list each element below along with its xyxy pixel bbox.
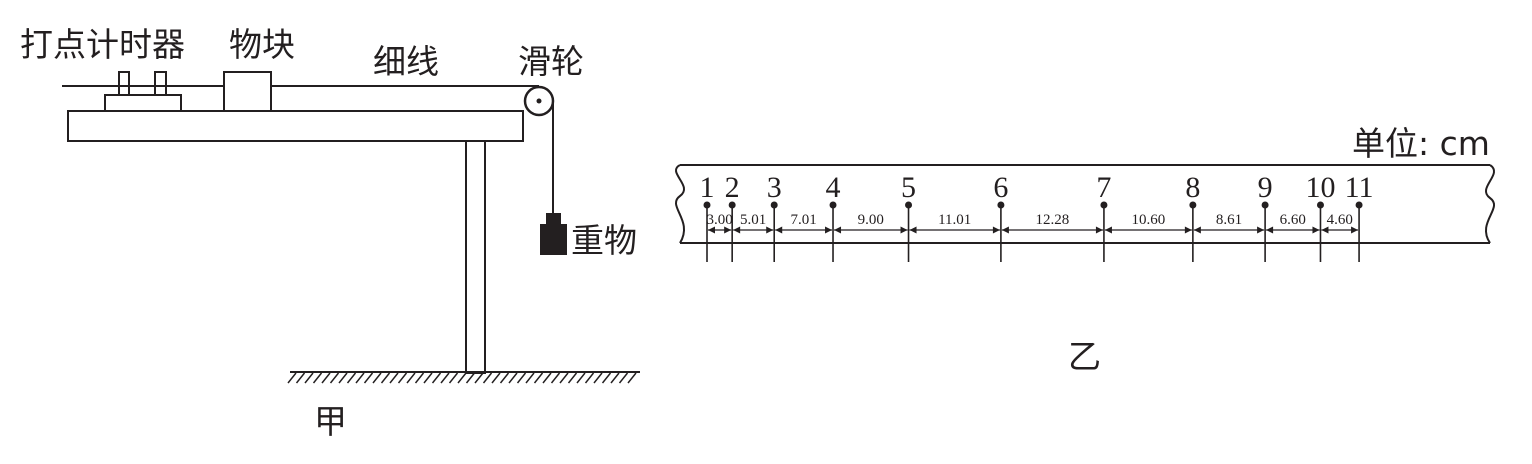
point-label: 5 [901,171,916,204]
segment-length-label: 9.00 [858,212,884,228]
arrow-head [1095,226,1103,234]
point-label: 7 [1096,171,1111,204]
segment-length-label: 3.00 [706,212,732,228]
point-label: 9 [1258,171,1273,204]
ground-hatching [287,372,637,384]
point-label: 8 [1185,171,1200,204]
apparatus-caption: 甲 [314,402,347,441]
segment-length-label: 7.01 [790,212,816,228]
arrow-head [1001,226,1009,234]
point-label: 2 [725,171,740,204]
segment-length-label: 8.61 [1216,212,1242,228]
apparatus: 打点计时器 物块 细线 滑轮 重物 甲 [20,25,640,441]
tape-dot [1316,201,1324,209]
segment-length-label: 12.28 [1036,212,1070,228]
segment-length-label: 5.01 [740,212,766,228]
arrow-head [992,226,1000,234]
point-label: 6 [993,171,1008,204]
arrow-head [909,226,917,234]
tape-dot [997,201,1005,209]
point-label: 3 [767,171,782,204]
tape-dot [728,201,736,209]
arrow-head [1104,226,1112,234]
block [223,71,272,112]
arrow-head [733,226,741,234]
table-leg [465,140,486,374]
segment-length-label: 11.01 [938,212,971,228]
unit-label: 单位: cm [1352,124,1490,163]
arrow-head [825,226,833,234]
arrow-head [724,226,732,234]
pulley [523,85,555,117]
arrow-head [1193,226,1201,234]
block-label: 物块 [229,25,295,64]
tape-dot [1189,201,1197,209]
arrow-head [834,226,842,234]
pulley-label: 滑轮 [518,42,584,81]
segment-length-label: 4.60 [1327,212,1353,228]
tape-left-tear [674,164,686,244]
arrow-head [1312,226,1320,234]
arrow-head [1184,226,1192,234]
arrow-head [1321,226,1329,234]
arrow-head [1257,226,1265,234]
hanging-weight [540,213,567,255]
weight-label: 重物 [571,221,637,260]
tape-dot [829,201,837,209]
arrow-head [708,226,715,234]
arrow-head [766,226,774,234]
point-label: 10 [1305,171,1335,204]
arrow-head [1351,226,1359,234]
arrow-head [1266,226,1274,234]
arrow-head [900,226,908,234]
tape-caption: 乙 [1068,337,1101,376]
tape-dot [1100,201,1108,209]
tape-dot [703,201,711,209]
table-top [67,110,524,142]
pulley-axle [536,98,542,104]
string-label: 细线 [373,42,439,81]
arrow-head [775,226,783,234]
timer-label: 打点计时器 [20,25,185,64]
tape-dot [770,201,778,209]
point-label: 1 [700,171,715,204]
tape-dot [1355,201,1363,209]
point-label: 11 [1345,171,1374,204]
tape-dot [905,201,913,209]
tape-right-tear [1484,164,1496,244]
segment-length-label: 10.60 [1132,212,1166,228]
segment-length-label: 6.60 [1280,212,1306,228]
ticker-timer [104,71,182,112]
point-label: 4 [826,171,841,204]
tape-dot [1261,201,1269,209]
